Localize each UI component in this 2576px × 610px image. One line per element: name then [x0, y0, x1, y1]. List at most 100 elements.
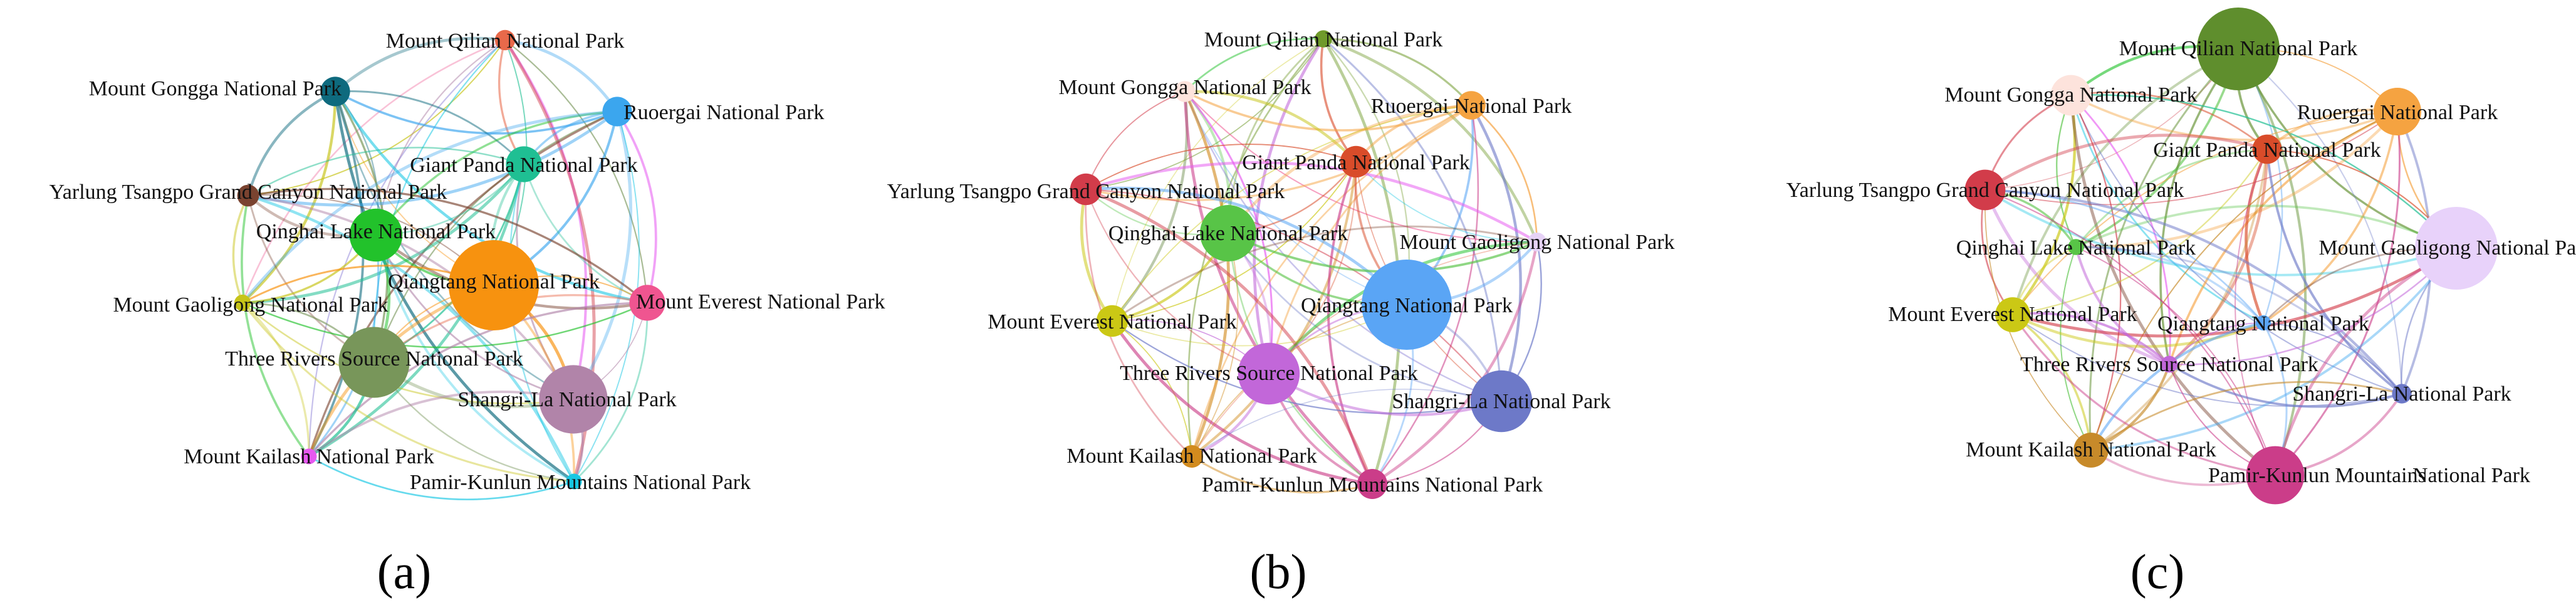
network-edge	[247, 187, 649, 304]
node-label-pamir: Pamir-Kunlun Mountains National Park	[410, 471, 751, 494]
node-label-qilian: Mount Qilian National Park	[386, 29, 625, 53]
network-edge	[1085, 188, 1503, 402]
network-edge	[1085, 188, 1270, 375]
network-edge	[1983, 134, 2269, 192]
node-yarlung	[237, 184, 259, 207]
network-edge	[1184, 90, 1538, 243]
network-edge	[2262, 110, 2399, 324]
network-edge	[2056, 94, 2077, 248]
node-ruoergai	[602, 97, 632, 127]
node-everest	[1096, 305, 1129, 337]
node-label-yarlung: Yarlung Tsangpo Grand Canyon National Pa…	[887, 180, 1285, 203]
network-edge	[2011, 313, 2276, 476]
network-edge	[2266, 148, 2403, 395]
network-edge	[2070, 94, 2458, 250]
node-threerivers	[2161, 355, 2178, 373]
network-edge	[241, 90, 337, 305]
network-edge	[2168, 110, 2399, 365]
network-edge	[2263, 322, 2402, 394]
network-edge	[1253, 37, 1325, 376]
panel-c-caption: (c)	[2130, 544, 2185, 599]
network-edge	[2159, 48, 2240, 365]
network-edge	[308, 302, 649, 458]
network-edge	[333, 36, 507, 93]
node-shangrila	[2392, 384, 2412, 404]
network-edge	[1984, 48, 2239, 191]
network-edge	[1267, 372, 1503, 416]
node-gaoligong	[2415, 207, 2498, 290]
network-edge	[246, 194, 576, 483]
network-edge	[2070, 94, 2399, 141]
network-edge	[241, 110, 619, 305]
network-edge	[308, 391, 575, 458]
node-label-qiangtang: Qiangtang National Park	[2157, 312, 2369, 335]
network-edge	[1983, 188, 2404, 396]
network-edge	[2168, 322, 2265, 365]
network-edge	[373, 110, 618, 364]
network-edge	[1268, 104, 1473, 375]
network-edge	[2075, 148, 2268, 248]
network-edge	[246, 90, 337, 197]
node-label-panda: Giant Panda National Park	[410, 154, 638, 177]
network-edge	[373, 39, 506, 364]
network-edge	[1191, 233, 1239, 457]
node-ruoergai	[1457, 91, 1486, 120]
network-edge	[2011, 313, 2265, 348]
node-label-qiangtang: Qiangtang National Park	[388, 270, 600, 293]
network-edge	[503, 38, 619, 113]
node-label-yarlung: Yarlung Tsangpo Grand Canyon National Pa…	[1786, 179, 2184, 202]
network-edge	[375, 234, 575, 483]
panel-c-nodes	[1964, 8, 2498, 505]
node-panda	[2252, 134, 2282, 164]
node-label-pamir: Pamir-Kunlun Mountains National Park	[1202, 473, 1543, 497]
network-edge	[1227, 232, 1503, 402]
node-ruoergai	[2374, 88, 2421, 135]
network-edge	[1184, 91, 1407, 305]
node-label-shangrila: Shangri-La National Park	[2292, 382, 2511, 406]
node-qilian	[2197, 8, 2280, 90]
network-edge	[2011, 312, 2171, 365]
node-label-ruoergai: Ruoergai National Park	[1371, 95, 1572, 118]
node-label-everest: Mount Everest National Park	[636, 290, 885, 313]
network-edge	[504, 39, 588, 401]
node-yarlung	[1964, 169, 2006, 211]
node-qiangtang	[449, 240, 539, 330]
network-edge	[333, 90, 649, 305]
network-edge	[2012, 111, 2398, 315]
network-edge	[2074, 110, 2399, 249]
node-label-gongga: Mount Gongga National Park	[89, 77, 342, 100]
node-label-shangrila: Shangri-La National Park	[1392, 390, 1610, 413]
network-edge	[2090, 247, 2458, 451]
node-label-panda: Giant Panda National Park	[2153, 139, 2381, 162]
node-gaoligong	[1528, 233, 1546, 251]
node-qilian	[494, 29, 516, 51]
network-edge	[1322, 37, 1539, 244]
panel-a-edges	[232, 36, 657, 500]
node-label-panda: Giant Panda National Park	[1242, 151, 1470, 174]
node-label-everest: Mount Everest National Park	[1888, 303, 2137, 326]
node-pamir	[1357, 469, 1387, 499]
node-label-ruoergai: Ruoergai National Park	[2297, 101, 2498, 124]
node-label-qilian: Mount Qilian National Park	[2119, 37, 2358, 60]
node-gaoligong	[234, 294, 251, 312]
network-edge	[1080, 187, 1114, 323]
panel-b-caption: (b)	[1250, 544, 1307, 599]
network-edge	[2168, 363, 2403, 408]
node-label-kailash: Mount Kailash National Park	[1066, 444, 1317, 468]
network-edge	[375, 234, 575, 401]
node-label-qinghai: Qinghai Lake National Park	[1956, 236, 2196, 260]
node-gongga	[1174, 81, 1196, 102]
node-yarlung	[1070, 173, 1102, 206]
network-edge	[509, 163, 575, 483]
network-edge	[1355, 104, 1473, 163]
network-edge	[2090, 148, 2268, 451]
network-edge	[1371, 104, 1479, 485]
node-label-gaoligong: Mount Gaoligong National Park	[113, 293, 388, 317]
node-qilian	[1315, 30, 1332, 48]
network-edge	[1322, 38, 1473, 107]
network-edge	[2011, 48, 2240, 316]
